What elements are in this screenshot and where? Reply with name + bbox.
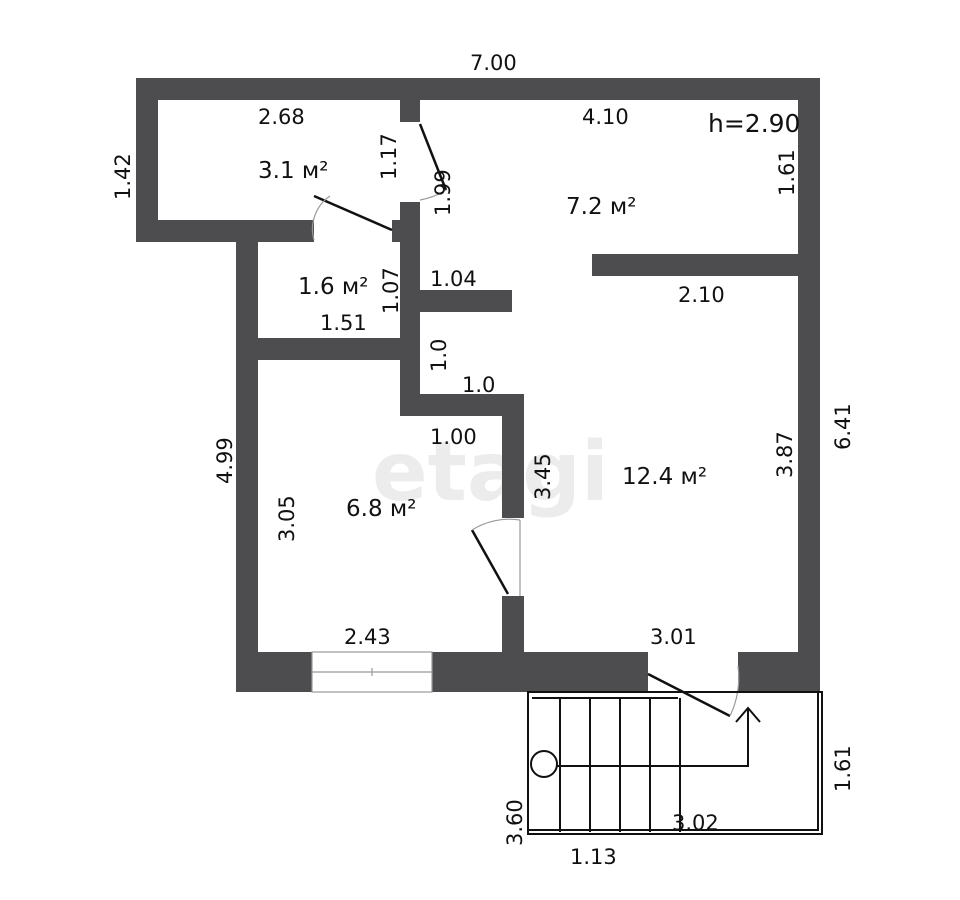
- door-top: [418, 123, 448, 191]
- dim-left-outer-height: 4.99: [213, 437, 237, 484]
- area-storage: 3.1 м²: [258, 158, 328, 184]
- doors: [311, 123, 740, 718]
- window: [311, 651, 433, 693]
- dim-step-h: 1.0: [462, 373, 495, 397]
- dim-main-height: 3.87: [773, 431, 797, 478]
- area-room-left: 6.8 м²: [346, 496, 416, 522]
- dim-partition: 2.10: [678, 283, 725, 307]
- stair-direction-arrow: [556, 708, 749, 767]
- dim-storage-height: 1.17: [377, 133, 401, 180]
- dim-overall-width: 7.00: [470, 51, 517, 75]
- door-storage: [313, 194, 393, 232]
- dim-hall-width-top: 1.04: [430, 267, 477, 291]
- ceiling-height: h=2.90: [708, 109, 800, 138]
- dim-stairs-right: 1.61: [831, 745, 855, 792]
- dim-left-room-bottom: 2.43: [344, 625, 391, 649]
- dim-stairs-left: 3.60: [503, 799, 527, 846]
- dim-main-bottom: 3.01: [650, 625, 697, 649]
- watermark: etagi: [372, 425, 609, 520]
- dim-stairs-bottom: 1.13: [570, 845, 617, 869]
- dim-left-room-side: 3.45: [531, 453, 555, 500]
- dim-door-diag: 1.99: [431, 169, 455, 216]
- dim-step-v: 1.0: [427, 339, 451, 372]
- door-left-room: [470, 529, 510, 595]
- area-hall-small: 1.6 м²: [298, 274, 368, 300]
- door-entrance: [647, 672, 731, 718]
- walls: [136, 78, 820, 692]
- stairs: [527, 691, 823, 835]
- dim-top-room-height: 1.61: [775, 149, 799, 196]
- dim-hall-width-bottom: 1.51: [320, 311, 367, 335]
- area-room-top: 7.2 м²: [566, 194, 636, 220]
- area-room-main: 12.4 м²: [622, 464, 707, 490]
- dim-top-room-width: 4.10: [582, 105, 629, 129]
- dim-left-room-top: 1.00: [430, 425, 477, 449]
- dim-left-outer: 1.42: [111, 153, 135, 200]
- dim-overall-height: 6.41: [831, 403, 855, 450]
- dim-stairs-width: 3.02: [672, 811, 719, 835]
- stair-start-circle: [530, 750, 558, 778]
- dim-left-room-height: 3.05: [275, 495, 299, 542]
- dim-storage-width: 2.68: [258, 105, 305, 129]
- dim-hall-height: 1.07: [379, 267, 403, 314]
